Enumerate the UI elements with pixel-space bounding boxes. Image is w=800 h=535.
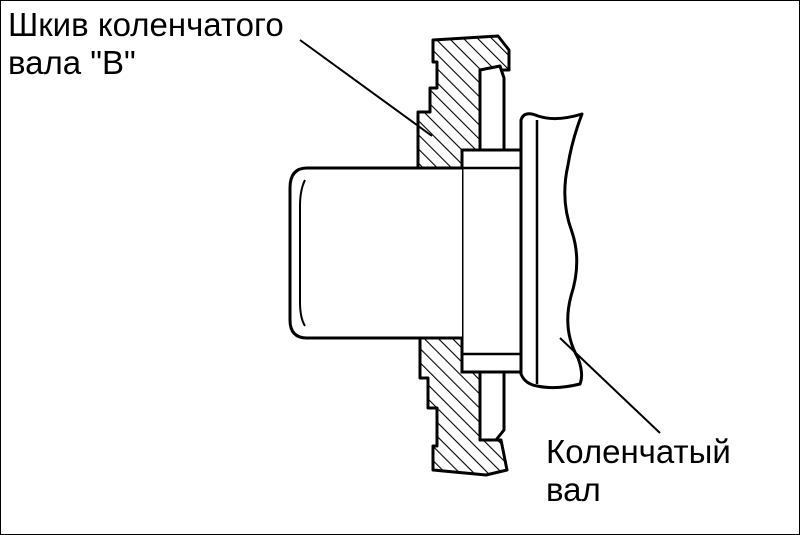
pulley-rim-upper [478,64,506,152]
crankshaft-body [519,112,584,390]
label-crankshaft-line1: Коленчатый [546,433,731,470]
label-crankshaft: Коленчатый вал [546,433,731,509]
label-crankshaft-pulley-b: Шкив коленчатого вала "B" [8,6,284,82]
leader-line-crankshaft [559,337,661,434]
shaft-nose-edge [299,179,306,327]
pulley-hub [460,148,523,374]
label-crankshaft-line2: вал [546,471,601,508]
shaft-nose [288,166,462,340]
label-pulley-line1: Шкив коленчатого [8,6,284,43]
pulley-rim-lower [478,370,506,442]
leader-line-pulley [299,39,433,137]
label-pulley-line2: вала "B" [8,44,136,81]
